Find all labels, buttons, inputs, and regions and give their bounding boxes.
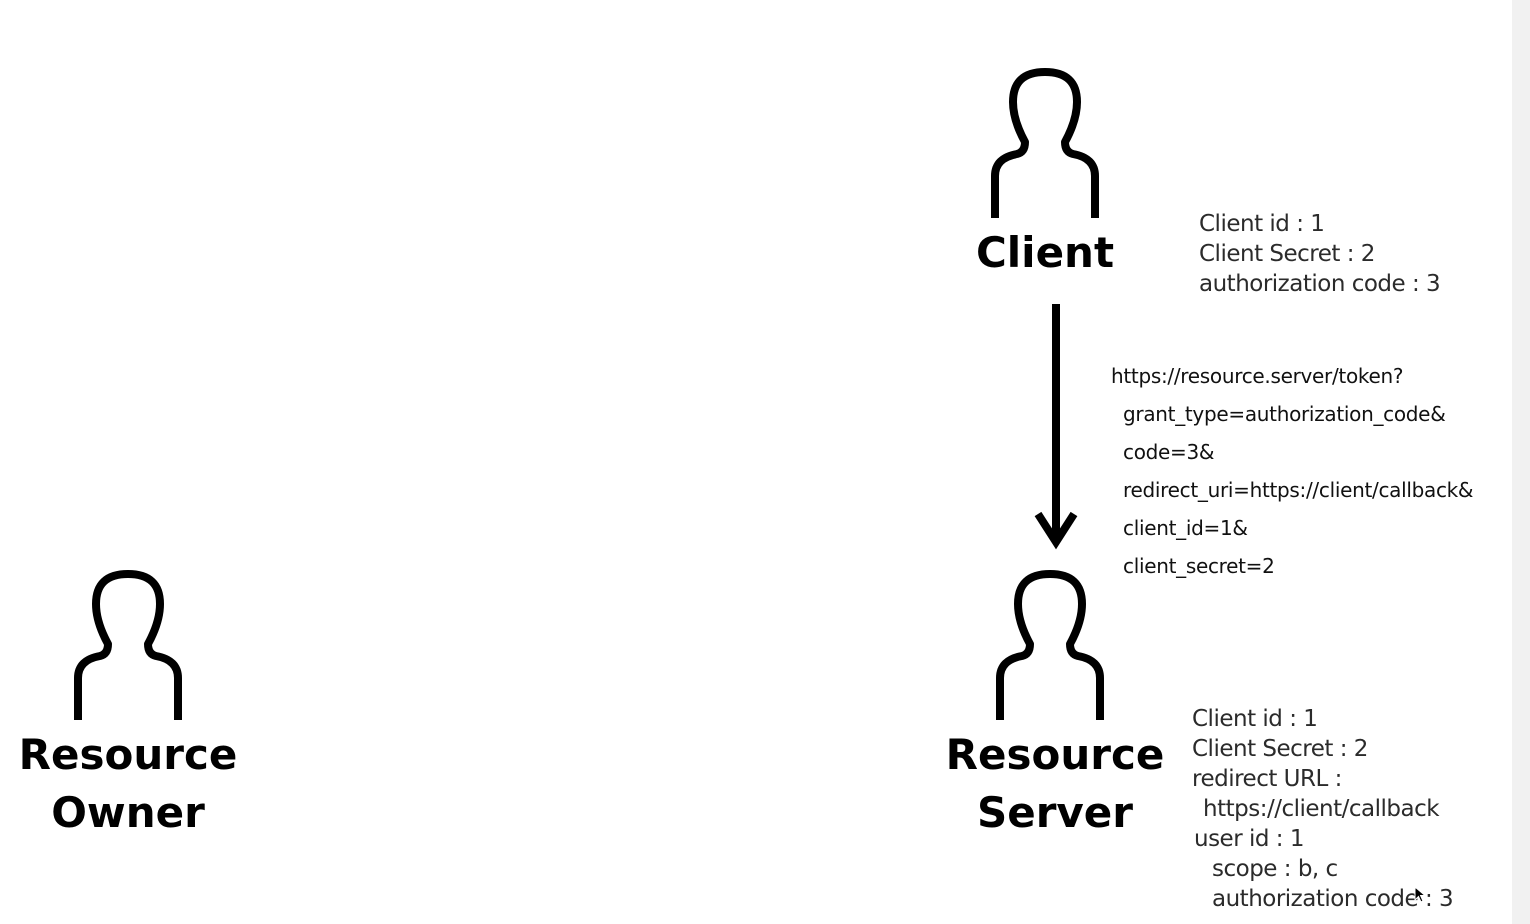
client-label: Client [975,228,1115,277]
window-edge [1512,0,1530,924]
server-info-line: scope : b, c [1212,856,1338,882]
server-info-line: user id : 1 [1194,826,1304,852]
client-info-line: authorization code : 3 [1199,271,1441,297]
mouse-cursor-icon [1414,886,1427,903]
resource-server-label-line: Server [976,788,1134,837]
arrow-down-icon [1034,304,1078,550]
token-request-param: client_id=1& [1123,516,1248,540]
server-info-line: https://client/callback [1203,796,1440,822]
token-request-param: client_secret=2 [1123,554,1275,578]
resource-owner-label-line: Resource [18,730,238,779]
client-info: Client id : 1 Client Secret : 2 authoriz… [1199,209,1441,299]
resource-owner-label-line: Owner [51,788,205,837]
server-info-line: redirect URL : [1192,766,1342,792]
server-info: Client id : 1 Client Secret : 2 redirect… [1192,704,1454,914]
client-info-line: Client Secret : 2 [1199,241,1375,267]
server-info-line: Client id : 1 [1192,706,1318,732]
token-request-param: grant_type=authorization_code& [1123,402,1446,426]
token-request-param: redirect_uri=https://client/callback& [1123,478,1474,502]
server-info-line: Client Secret : 2 [1192,736,1368,762]
token-request-url: https://resource.server/token? [1111,364,1404,388]
server-info-line: authorization code : 3 [1212,886,1454,912]
resource-server-person-icon [996,570,1104,720]
resource-owner-label: Resource Owner [6,726,250,842]
resource-server-label: Resource Server [932,726,1178,842]
resource-server-label-line: Resource [945,730,1165,779]
client-info-line: Client id : 1 [1199,211,1325,237]
resource-owner-person-icon [74,570,182,720]
token-request: https://resource.server/token? grant_typ… [1111,357,1474,585]
token-request-param: code=3& [1123,440,1215,464]
client-person-icon [991,68,1099,218]
